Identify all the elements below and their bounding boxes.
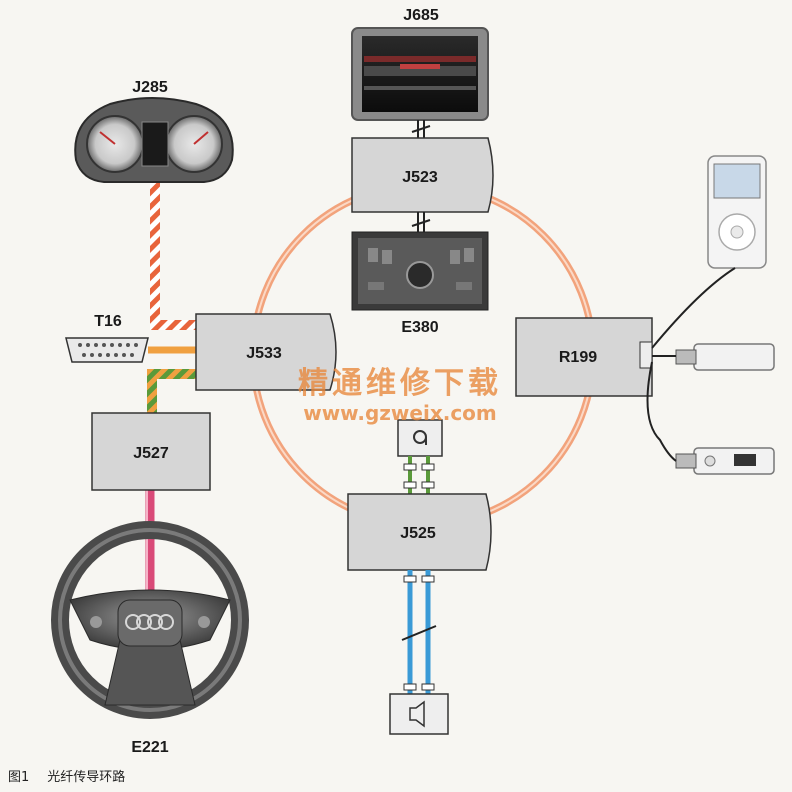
connector-antenna-j525: [403, 456, 435, 494]
label-e221: E221: [131, 739, 168, 756]
module-j525: [347, 493, 492, 571]
speaker-wiring: [401, 570, 437, 694]
figure-title: 光纤传导环路: [47, 770, 126, 785]
label-t16: T16: [94, 313, 122, 330]
connector-j523-e380: [411, 212, 431, 232]
usb-stick: [675, 343, 775, 371]
antenna-box: [397, 419, 443, 457]
instrument-cluster-j285: [74, 97, 234, 183]
label-j533: J533: [246, 345, 282, 362]
watermark: 精通维修下载 www.gzweix.com: [298, 366, 502, 425]
figure-number: 图1: [8, 770, 30, 785]
r199-cables: [646, 267, 736, 462]
label-j523: J523: [402, 169, 438, 186]
can-bus-wiring: [145, 175, 200, 622]
steering-wheel-e221: [51, 521, 249, 719]
watermark-url: www.gzweix.com: [303, 401, 497, 425]
module-j527: [91, 412, 211, 491]
display-unit-j685: [351, 27, 489, 121]
label-e380: E380: [401, 319, 438, 336]
control-panel-e380: [351, 231, 489, 311]
label-j685: J685: [403, 7, 439, 24]
diagnostic-connector-t16: [65, 337, 149, 363]
module-r199: [515, 317, 653, 397]
ipod-device: [707, 155, 767, 269]
module-j523: [351, 137, 494, 213]
module-j533: [195, 313, 337, 391]
label-j527: J527: [133, 445, 169, 462]
figure-caption: 图1 光纤传导环路: [8, 766, 143, 785]
watermark-cn: 精通维修下载: [298, 366, 502, 401]
mp3-player: [675, 447, 775, 475]
speaker-icon: [389, 693, 449, 735]
connector-j685-j523: [411, 120, 431, 138]
label-j285: J285: [132, 79, 168, 96]
label-r199: R199: [559, 349, 597, 366]
label-j525: J525: [400, 525, 436, 542]
